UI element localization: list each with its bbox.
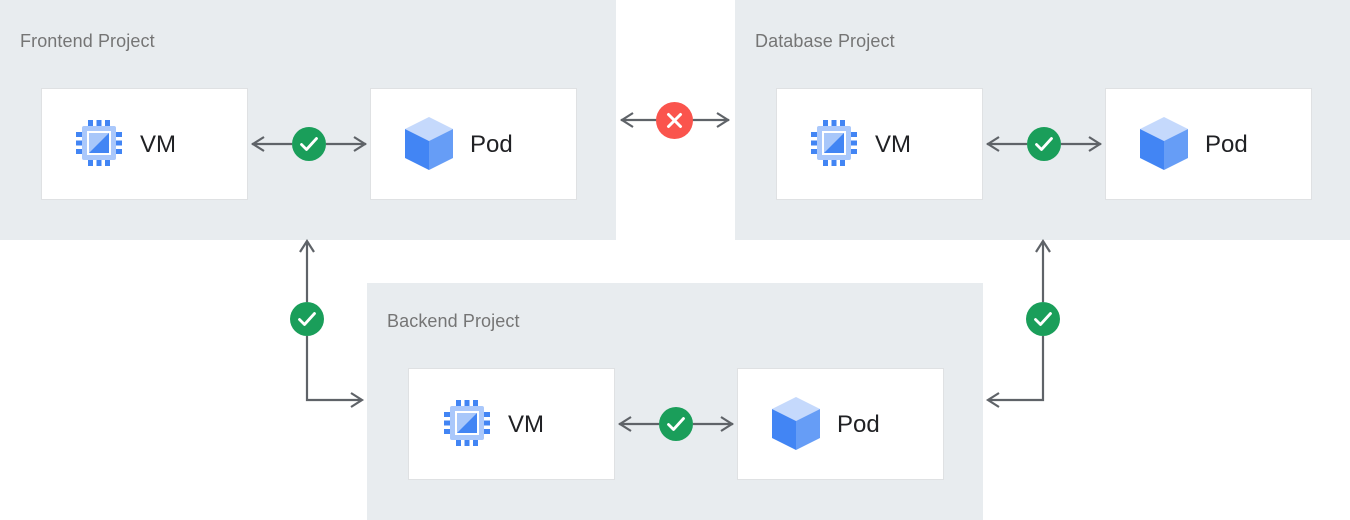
card-label-frontend-pod: Pod [470, 131, 513, 158]
arrowhead-left [619, 112, 634, 128]
link-frontend-backend-elbow [305, 336, 362, 402]
card-label-database-vm: VM [875, 131, 911, 158]
check-circle-icon[interactable] [292, 127, 326, 166]
check-circle-icon[interactable] [1027, 127, 1061, 166]
arrowhead-up [1035, 238, 1051, 253]
panel-title-database: Database Project [755, 31, 895, 51]
vm-chip-icon [811, 120, 857, 171]
check-circle-icon[interactable] [659, 407, 693, 446]
check-circle-icon[interactable] [290, 302, 324, 341]
card-backend-vm[interactable] [408, 368, 615, 480]
card-label-frontend-vm: VM [140, 131, 176, 158]
card-label-database-pod: Pod [1205, 131, 1248, 158]
x-circle-icon[interactable] [656, 102, 693, 144]
panel-title-backend: Backend Project [387, 311, 520, 331]
pod-cube-icon [403, 116, 455, 177]
check-circle-icon[interactable] [1026, 302, 1060, 341]
card-label-backend-pod: Pod [837, 411, 880, 438]
card-label-backend-vm: VM [508, 411, 544, 438]
vm-chip-icon [444, 400, 490, 451]
arrowhead-right [716, 112, 731, 128]
pod-cube-icon [770, 396, 822, 457]
panel-title-frontend: Frontend Project [20, 31, 155, 51]
card-frontend-vm[interactable] [41, 88, 248, 200]
card-backend-pod[interactable] [737, 368, 944, 480]
card-frontend-pod[interactable] [370, 88, 577, 200]
arrowhead-right [350, 392, 365, 408]
arrowhead-left [985, 392, 1000, 408]
link-database-backend-elbow [988, 336, 1045, 402]
vm-chip-icon [76, 120, 122, 171]
arrowhead-up [299, 238, 315, 253]
card-database-vm[interactable] [776, 88, 983, 200]
card-database-pod[interactable] [1105, 88, 1312, 200]
pod-cube-icon [1138, 116, 1190, 177]
